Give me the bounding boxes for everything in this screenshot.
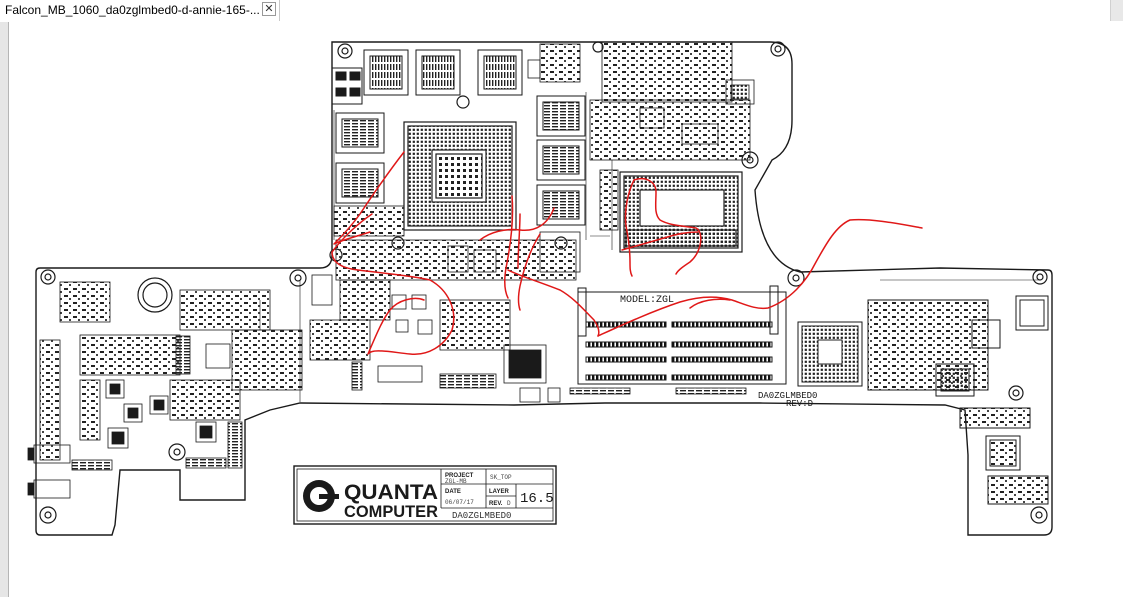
side-value: SK_TOP xyxy=(490,474,512,481)
logo-line-1: QUANTA xyxy=(344,481,438,504)
title-block: QUANTA COMPUTER PROJECT ZGL-MB SK_TOP DA… xyxy=(293,465,557,525)
layer-label: LAYER xyxy=(489,489,509,495)
red-annotation-strokes xyxy=(331,151,923,355)
close-icon[interactable]: ✕ xyxy=(262,2,276,16)
document-tab-bar: Falcon_MB_1060_da0zglmbed0-d-annie-165-.… xyxy=(0,0,1123,23)
model-label: MODEL:ZGL xyxy=(620,295,674,306)
pch-bga xyxy=(797,295,1049,505)
document-viewport[interactable]: MODEL:ZGL DA0ZGLMBED0 REV:D QUANTA COMPU… xyxy=(9,22,1123,597)
tab-scroll-area[interactable] xyxy=(1110,0,1123,21)
date-value: 06/07/17 xyxy=(445,499,474,506)
rev-value: D xyxy=(507,500,511,507)
rev-label: REV. xyxy=(489,501,503,507)
dimm-slots xyxy=(577,285,787,385)
left-panel-edge[interactable] xyxy=(0,22,9,597)
component-cluster-left-wing xyxy=(27,281,303,499)
pcb-rev-label: REV:D xyxy=(786,399,813,409)
tab-title: Falcon_MB_1060_da0zglmbed0-d-annie-165-.… xyxy=(5,3,260,17)
quanta-logo-icon xyxy=(303,480,339,512)
gpu-vram-chips xyxy=(331,49,586,226)
pcb-code-label: DA0ZGLMBED0 xyxy=(758,391,817,401)
component-cluster-mid-left xyxy=(309,205,747,403)
component-cluster-top xyxy=(527,41,755,231)
boardview-drawing: MODEL:ZGL DA0ZGLMBED0 REV:D QUANTA COMPU… xyxy=(27,41,1053,536)
cpu-bga xyxy=(619,171,743,253)
document-tab[interactable]: Falcon_MB_1060_da0zglmbed0-d-annie-165-.… xyxy=(0,0,280,21)
logo-line-2: COMPUTER xyxy=(344,502,438,521)
silkscreen-details xyxy=(259,92,1040,402)
board-outline xyxy=(35,41,1053,536)
part-number: DA0ZGLMBED0 xyxy=(452,511,511,521)
project-value: ZGL-MB xyxy=(445,478,467,485)
gpu-bga xyxy=(403,121,517,231)
project-label: PROJECT xyxy=(445,473,474,479)
date-label: DATE xyxy=(445,489,461,495)
layer-count: 16.5 xyxy=(520,491,554,507)
